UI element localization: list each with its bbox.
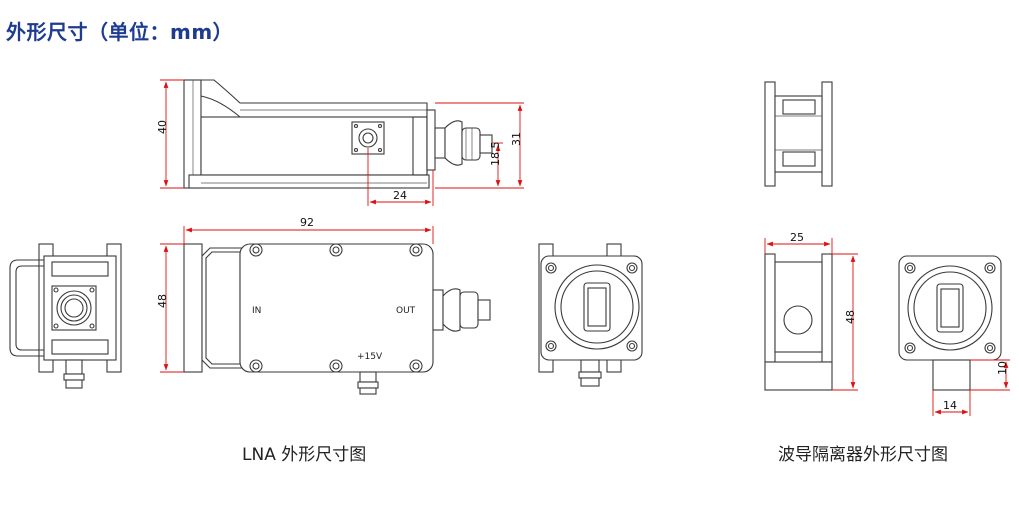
lna-top-view: [160, 226, 491, 395]
page-title: 外形尺寸（单位：mm）: [6, 20, 234, 44]
dim-14: 14: [943, 399, 957, 412]
lna-side-view: [160, 79, 524, 206]
dim-48-lna: 48: [156, 294, 169, 308]
dim-48-iso: 48: [844, 310, 857, 324]
dim-40: 40: [156, 120, 169, 134]
label-in: IN: [252, 306, 261, 316]
isolator-top-view: [764, 81, 833, 187]
isolator-side-view: [764, 238, 858, 391]
label-out: OUT: [396, 306, 416, 316]
lna-flange-view: [538, 243, 643, 387]
label-power: +15V: [357, 352, 383, 362]
dim-10: 10: [996, 361, 1009, 375]
isolator-flange-view: [898, 255, 1010, 416]
dim-31: 31: [510, 132, 523, 146]
dim-92: 92: [300, 216, 314, 229]
dim-25: 25: [790, 231, 804, 244]
caption-lna: LNA 外形尺寸图: [242, 445, 367, 465]
dim-24: 24: [393, 189, 407, 202]
dim-18-5: 18.5: [489, 142, 502, 167]
lna-end-view: [9, 243, 122, 389]
caption-isolator: 波导隔离器外形尺寸图: [778, 445, 948, 465]
